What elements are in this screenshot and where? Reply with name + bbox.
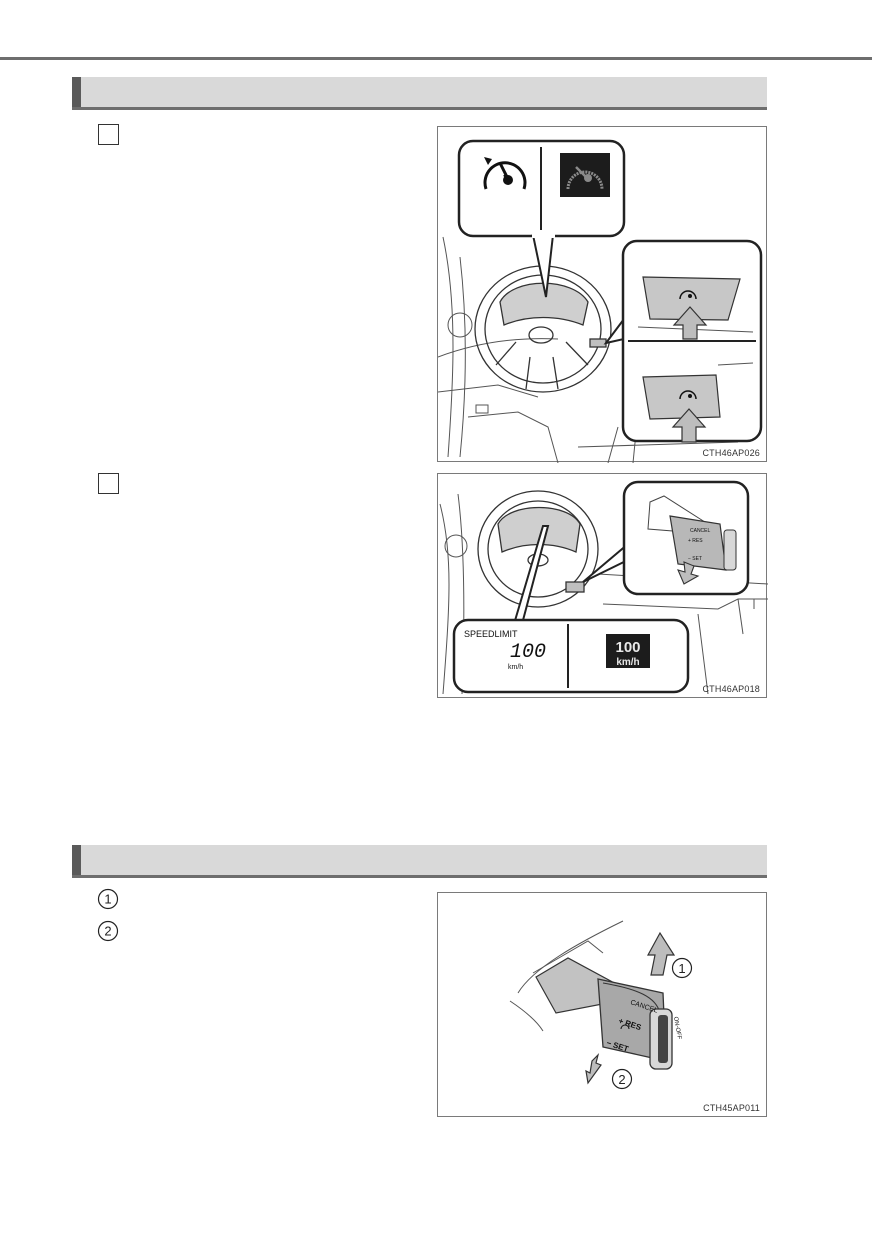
section-header-1 (72, 77, 767, 110)
down-arrow-icon (677, 561, 700, 585)
callout-2-circle (611, 1068, 633, 1090)
lever-res-label: + RES (688, 538, 703, 544)
down-arrow-icon (585, 1053, 602, 1085)
speed-display-value: 100 (615, 639, 640, 656)
speedlimit-caption: SPEEDLIMIT (464, 629, 518, 639)
section-header-2 (72, 845, 767, 878)
figure-code-1: CTH46AP026 (702, 448, 760, 458)
figure-speed-limiter-switch: CTH46AP026 (437, 126, 767, 463)
speed-limiter-indicator-icon (560, 153, 610, 197)
enum-marker-2: 2 (97, 920, 119, 942)
figure-code-3: CTH45AP011 (703, 1103, 760, 1113)
step-box-1 (98, 124, 119, 145)
lever-set-label: − SET (688, 556, 702, 562)
press-arrow-icon (672, 306, 708, 340)
lever-onoff-label: ON-OFF (672, 1016, 682, 1040)
enum-number-2: 2 (104, 924, 111, 939)
limiter-button-icon-2 (679, 390, 697, 400)
up-arrow-icon (646, 931, 676, 976)
lever-cancel-label: CANCEL (690, 528, 711, 534)
speedlimit-unit: km/h (508, 664, 523, 671)
callout-1-circle (671, 957, 693, 979)
figure-code-2: CTH46AP018 (702, 684, 760, 694)
enum-marker-1: 1 (97, 888, 119, 910)
callout-2-number: 2 (618, 1072, 625, 1087)
figure-set-speed-limit: CANCEL + RES − SET SPEEDLIMIT 100 km/h 1… (437, 473, 768, 698)
speed-display-unit: km/h (616, 657, 639, 668)
step-box-2 (98, 473, 119, 494)
figure-lever-operation: CANCEL + RES − SET ON-OFF 1 2 CTH45AP011 (437, 892, 767, 1117)
lever-icon: CANCEL + RES − SET ON-OFF (535, 957, 682, 1070)
enum-number-1: 1 (104, 892, 111, 907)
speedlimit-value: 100 (510, 641, 546, 664)
press-arrow-icon-2 (671, 408, 707, 443)
lever-icon: CANCEL + RES − SET (647, 495, 737, 571)
speed-limiter-icon (483, 157, 527, 190)
limiter-button-icon (679, 290, 697, 300)
top-rule (0, 57, 872, 60)
callout-1-number: 1 (678, 961, 685, 976)
